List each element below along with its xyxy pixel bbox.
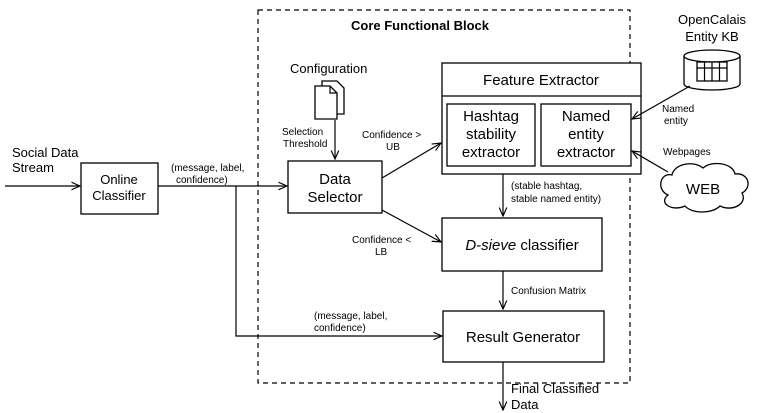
hashtag-extractor-line2: stability xyxy=(466,126,517,143)
bypass-to-result-arrow xyxy=(235,186,442,336)
hashtag-extractor-box xyxy=(446,103,536,167)
database-icon xyxy=(683,49,741,91)
confidence-ub-line2: UB xyxy=(386,142,400,153)
selector-to-feature-extractor-arrow xyxy=(381,143,441,179)
confusion-matrix-label: Confusion Matrix xyxy=(511,286,586,297)
result-generator-label: Result Generator xyxy=(466,329,580,346)
input-label-line2: Stream xyxy=(12,160,54,175)
named-entity-edge-line1: Named xyxy=(662,104,694,115)
opencalais-to-named-entity-arrow xyxy=(632,85,691,119)
core-functional-block xyxy=(257,9,631,384)
online-classifier-line1: Online xyxy=(100,172,138,187)
named-entity-extractor-box xyxy=(540,103,632,167)
message-label-2-line1: (message, label, xyxy=(314,311,387,322)
selection-threshold-line1: Selection xyxy=(282,127,323,138)
configuration-document-icon xyxy=(314,80,345,120)
online-classifier-box xyxy=(80,162,159,215)
dsieve-classifier-label: D-sieve classifier xyxy=(465,237,578,254)
named-entity-extractor-line1: Named xyxy=(562,108,610,125)
data-selector-line2: Selector xyxy=(307,189,362,206)
dsieve-italic-label: D-sieve xyxy=(465,237,516,254)
named-entity-edge-line2: entity xyxy=(664,116,688,127)
dsieve-classifier-box xyxy=(441,217,603,272)
feature-extractor-title: Feature Extractor xyxy=(483,72,599,89)
named-entity-extractor-line3: extractor xyxy=(557,144,615,161)
web-cloud-icon xyxy=(660,162,749,213)
message-label-1-line2: confidence) xyxy=(176,175,228,186)
dsieve-rest-label: classifier xyxy=(516,237,579,254)
webpages-label: Webpages xyxy=(663,147,711,158)
selector-to-dsieve-arrow xyxy=(381,209,441,242)
hashtag-extractor-line3: extractor xyxy=(462,144,520,161)
message-label-1-line1: (message, label, xyxy=(171,163,244,174)
core-block-title: Core Functional Block xyxy=(351,18,490,33)
selection-threshold-line2: Threshold xyxy=(283,139,327,150)
opencalais-line1: OpenCalais xyxy=(678,12,746,27)
data-selector-line1: Data xyxy=(319,171,351,188)
opencalais-line2: Entity KB xyxy=(685,29,738,44)
data-selector-box xyxy=(287,160,383,214)
hashtag-extractor-line1: Hashtag xyxy=(463,108,519,125)
confidence-lb-line1: Confidence < xyxy=(352,235,411,246)
result-generator-box xyxy=(442,310,605,363)
confidence-lb-line2: LB xyxy=(375,247,388,258)
output-label-line2: Data xyxy=(511,397,539,412)
configuration-label: Configuration xyxy=(290,61,367,76)
web-label: WEB xyxy=(686,181,720,198)
message-label-2-line2: confidence) xyxy=(314,323,366,334)
named-entity-extractor-line2: entity xyxy=(568,126,604,143)
input-label-line1: Social Data xyxy=(12,145,79,160)
stable-features-line2: stable named entity) xyxy=(511,194,601,205)
confidence-ub-line1: Confidence > xyxy=(362,130,421,141)
stable-features-line1: (stable hashtag, xyxy=(511,181,582,192)
web-to-named-entity-arrow xyxy=(632,151,669,173)
output-label-line1: Final Classified xyxy=(511,381,599,396)
online-classifier-line2: Classifier xyxy=(92,188,146,203)
